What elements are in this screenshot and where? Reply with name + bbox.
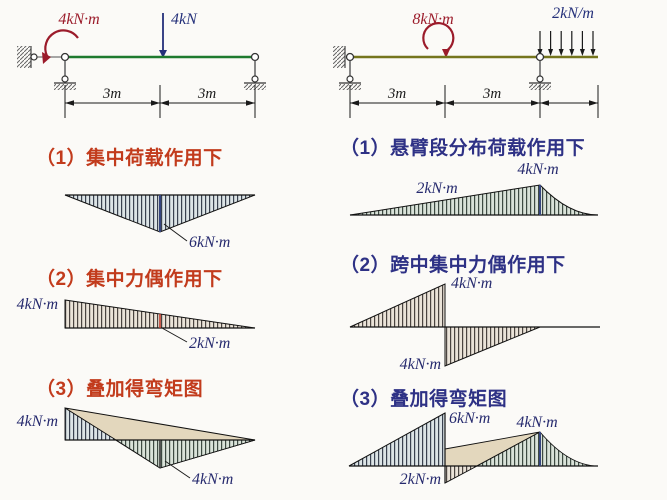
left-heading-1: （1）集中荷载作用下 (36, 148, 223, 169)
hinge-at-wall (345, 52, 355, 62)
moment-area (349, 184, 599, 216)
hinge-right (250, 52, 260, 62)
right-beam-schematic: 8kN·m 2kN/m (333, 5, 599, 118)
right-wall-support (333, 46, 348, 68)
right-moment-diagram-2: 4kN·m 4kN·m (349, 275, 600, 373)
top-value-label: 4kN·m (451, 275, 492, 292)
left-moment-diagram-2: 4kN·m 2kN·m (17, 296, 256, 352)
peak-value-label: 4kN·m (192, 471, 233, 488)
right-heading-3: （3）叠加得弯矩图 (340, 389, 508, 410)
right-heading-2: （2）跨中集中力偶作用下 (340, 255, 566, 276)
mid-value-label: 2kN·m (416, 180, 457, 197)
right-dimension-arrows (350, 100, 598, 106)
right-load-label: 2kN/m (552, 5, 594, 22)
right-moment-diagram-1: 2kN·m 4kN·m (349, 161, 599, 216)
left-end-value-label: 4kN·m (17, 413, 58, 430)
left-end-value-label: 4kN·m (17, 296, 58, 313)
left-force-label: 4kN (171, 11, 198, 28)
left-heading-3: （3）叠加得弯矩图 (36, 379, 204, 400)
left-positive-moment-area (348, 412, 446, 467)
peak-value-label: 6kN·m (189, 234, 230, 251)
right-dim-label-1: 3m (387, 86, 407, 102)
moment-arrow-8kNm (422, 22, 455, 58)
hinge-left (60, 52, 70, 62)
left-moment-diagram-3: 4kN·m 4kN·m (17, 407, 256, 488)
peak-value-label: 4kN·m (517, 161, 558, 178)
left-dimension-lines (64, 85, 256, 118)
right-moment-label: 8kN·m (412, 11, 453, 28)
negative-moment-area (444, 465, 478, 484)
right-heading-1: （1）悬臂段分布荷载作用下 (340, 138, 586, 159)
top-value-label: 6kN·m (449, 410, 490, 427)
left-wall-support (17, 46, 62, 68)
moment-arrow-4kNm (42, 29, 79, 64)
negative-moment-area (114, 439, 256, 469)
bottom-value-label: 2kN·m (400, 471, 441, 488)
support-value-label: 4kN·m (516, 414, 557, 431)
right-dimension-lines (349, 85, 599, 118)
leader-line (164, 460, 191, 479)
left-dim-label-2: 3m (197, 86, 217, 102)
left-moment-diagram-1: 6kN·m (64, 194, 256, 251)
left-moment-label: 4kN·m (58, 11, 99, 28)
right-moment-diagram-3: 6kN·m 2kN·m 4kN·m (348, 410, 599, 488)
positive-moment-area (349, 283, 446, 328)
leader-line (161, 327, 188, 343)
leader-line (163, 223, 188, 242)
hinge-at-support (535, 52, 545, 62)
mid-value-label: 2kN·m (189, 335, 230, 352)
left-heading-2: （2）集中力偶作用下 (36, 269, 223, 290)
left-dimension-arrows (65, 100, 255, 106)
left-beam-schematic: 4kN·m 4kN (17, 11, 266, 118)
negative-moment-area (444, 326, 541, 367)
force-arrow-4kN (159, 13, 167, 58)
left-dim-label-1: 3m (102, 86, 122, 102)
right-dim-label-2: 3m (482, 86, 502, 102)
bottom-value-label: 4kN·m (400, 356, 441, 373)
distributed-load-arrows (537, 31, 596, 56)
